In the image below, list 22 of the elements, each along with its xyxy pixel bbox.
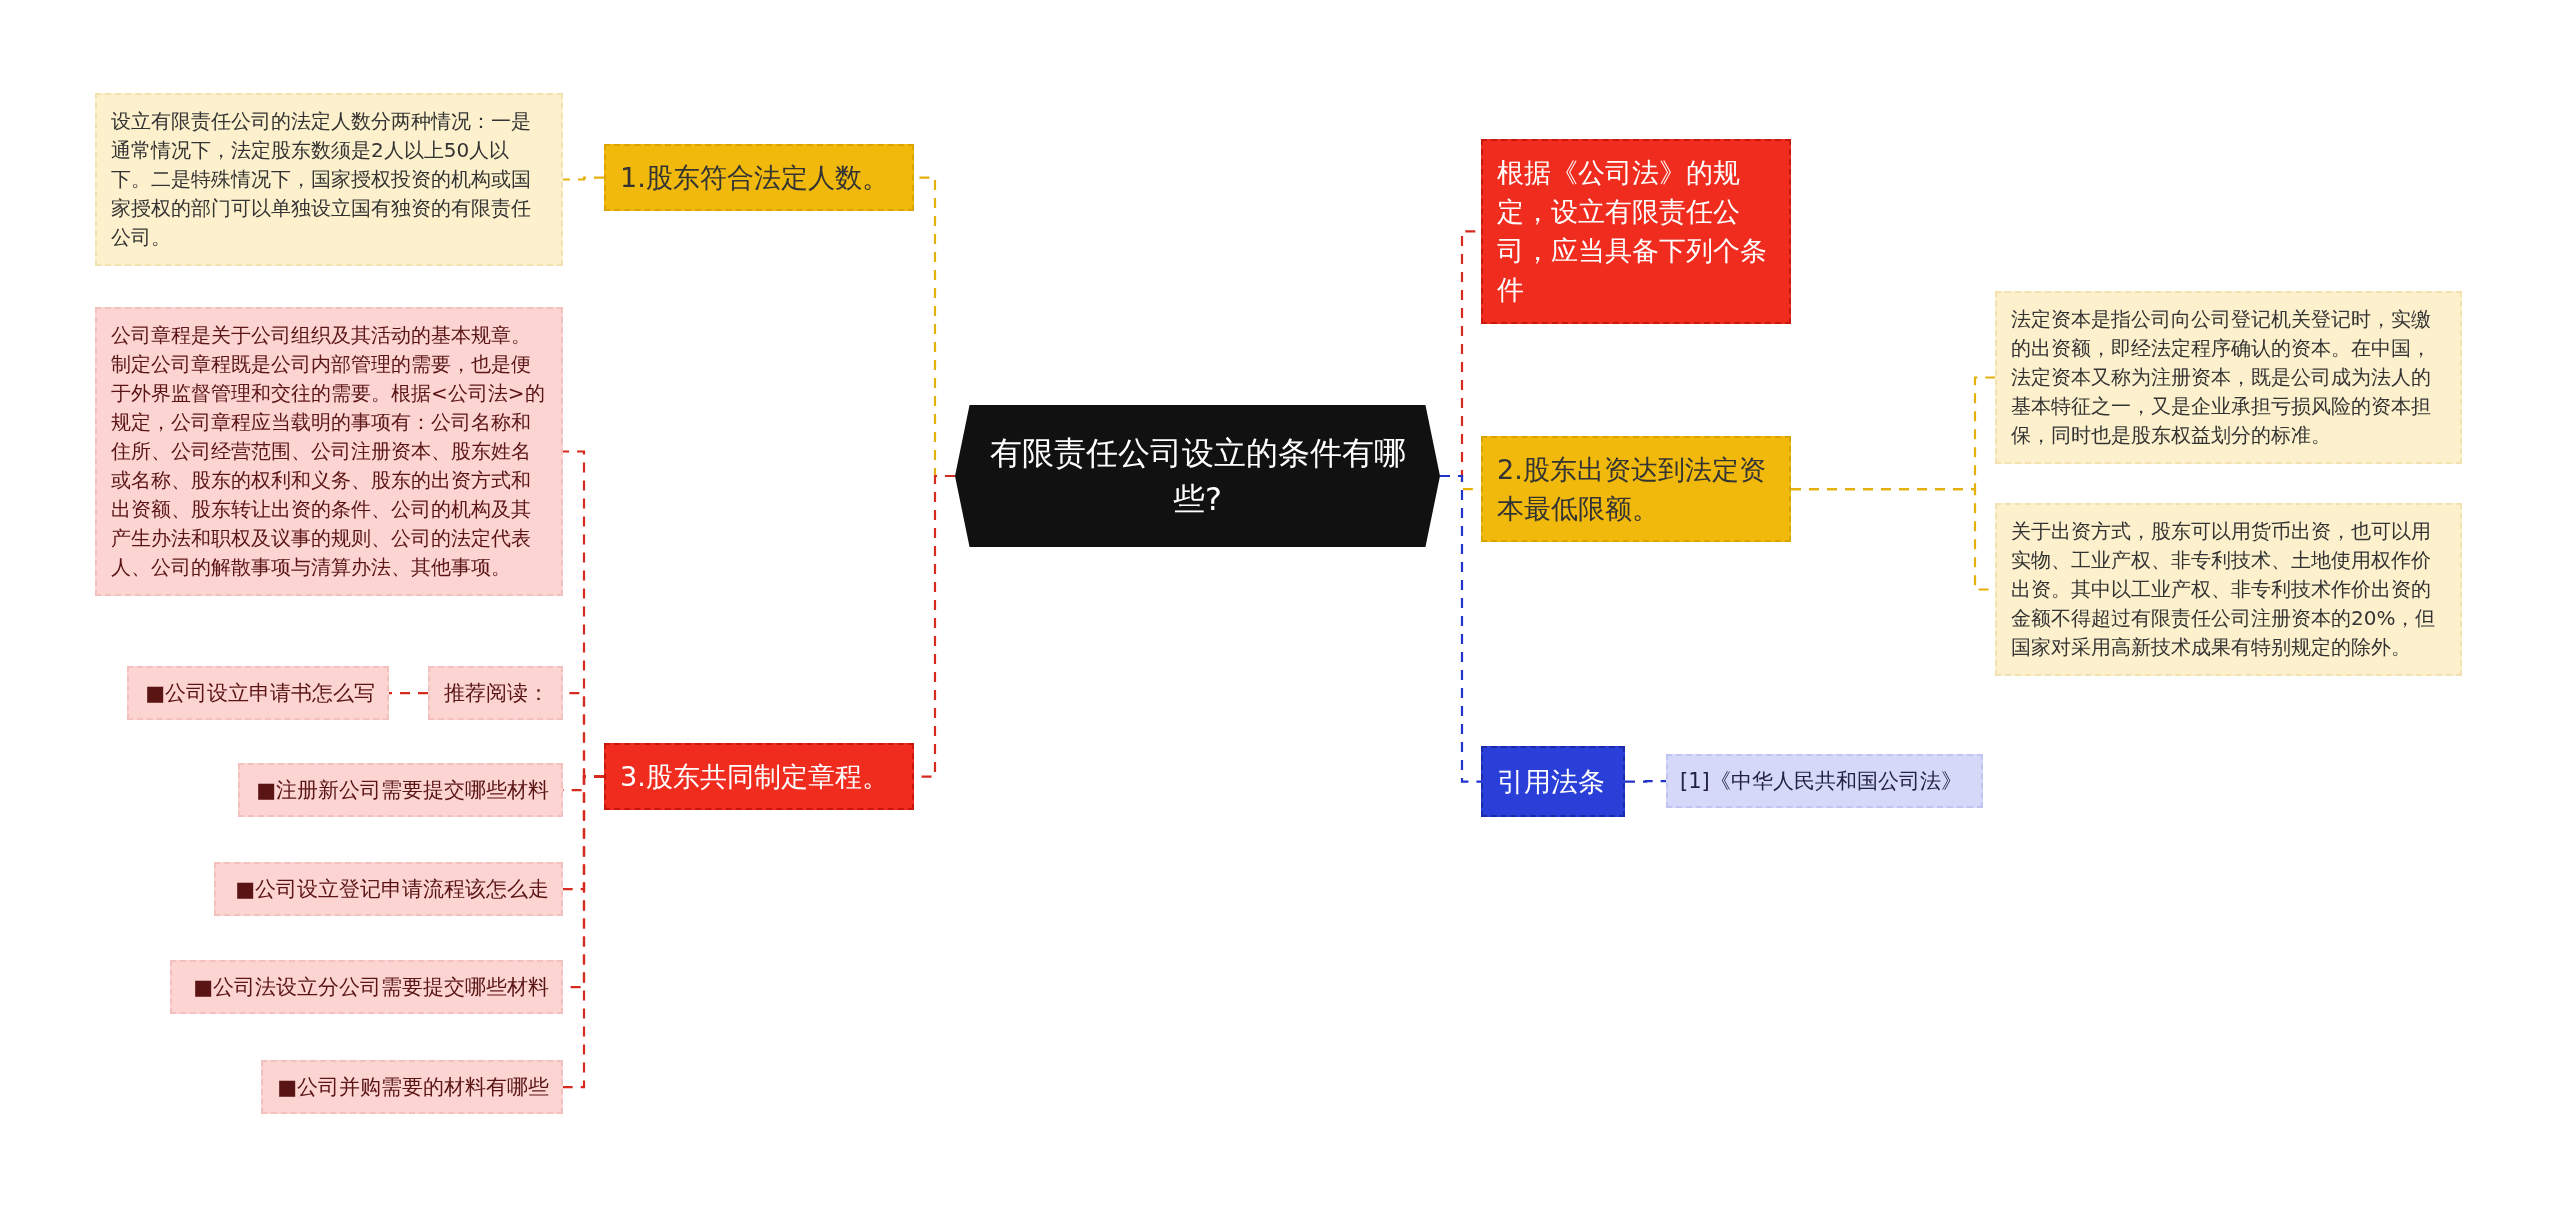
connector <box>1440 474 1481 783</box>
note-box: 法定资本是指公司向公司登记机关登记时，实缴的出资额，即经法定程序确认的资本。在中国，法定资本又称为注册资本，既是公司成为法人的基本特征之一，又是企业承担亏损风险的资本担保，同时也是股东权益划分的标准。 <box>1995 291 2462 464</box>
note-box: 公司章程是关于公司组织及其活动的基本规章。制定公司章程既是公司内部管理的需要，也是便于外界监督管理和交往的需要。根据<公司法>的规定，公司章程应当载明的事项有：公司名称和住所、公司经营范围、公司注册资本、股东姓名或名称、股东的权利和义务、股东的出资方式和出资额、股东转让出资的条件、公司的机构及其产生办法和职权及议事的规则、公司的法定代表人、公司的解散事项与清算办法、其他事项。 <box>95 307 563 596</box>
note-box: 设立有限责任公司的法定人数分两种情况：一是通常情况下，法定股东数须是2人以上50人以下。二是特殊情况下，国家授权投资的机构或国家授权的部门可以单独设立国有独资的有限责任公司。 <box>95 93 563 266</box>
connector <box>1625 780 1666 783</box>
connector <box>389 692 428 695</box>
reference-box: [1]《中华人民共和国公司法》 <box>1666 754 1983 809</box>
link-box: ■公司并购需要的材料有哪些 <box>261 1060 563 1115</box>
topic-box: 2.股东出资达到法定资本最低限额。 <box>1481 436 1791 543</box>
topic-box: 引用法条 <box>1481 746 1625 818</box>
connector <box>563 176 604 181</box>
topic-box: 1.股东符合法定人数。 <box>604 144 914 212</box>
link-box: 推荐阅读： <box>428 666 563 721</box>
connector <box>563 775 604 1089</box>
topic-box: 3.股东共同制定章程。 <box>604 743 914 811</box>
link-box: ■公司法设立分公司需要提交哪些材料 <box>170 960 563 1015</box>
link-box: ■公司设立申请书怎么写 <box>127 666 389 721</box>
note-box: 关于出资方式，股东可以用货币出资，也可以用实物、工业产权、非专利技术、土地使用权作价出资。其中以工业产权、非专利技术作价出资的金额不得超过有限责任公司注册资本的20%，但国家对采用高新技术成果有特别规定的除外。 <box>1995 503 2462 676</box>
link-box: ■注册新公司需要提交哪些材料 <box>238 763 563 818</box>
link-box: ■公司设立登记申请流程该怎么走 <box>214 862 563 917</box>
topic-box: 根据《公司法》的规定，设立有限责任公司，应当具备下列个条件 <box>1481 139 1791 324</box>
central-topic-box: 有限责任公司设立的条件有哪些? <box>955 405 1440 547</box>
